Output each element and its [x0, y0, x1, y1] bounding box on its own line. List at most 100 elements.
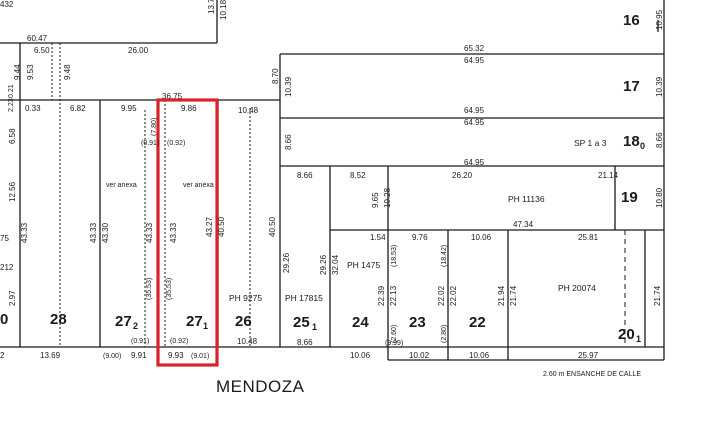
dimension-label: 2 [0, 351, 5, 360]
dimension-label: 8.66 [297, 338, 313, 347]
dimension-label: 10.06 [471, 233, 492, 242]
dimension-label: (0.92) [170, 338, 188, 345]
dimension-label: (0.91) [141, 140, 159, 147]
dimension-label: 1.54 [370, 233, 386, 242]
dimension-label: 9.93 [168, 351, 184, 360]
lot-27-2-sub: 2 [133, 321, 138, 331]
lot-28-number: 28 [50, 311, 67, 328]
dimension-label: (18.53) [391, 245, 398, 267]
dimension-label: (2.60) [391, 325, 398, 343]
dimension-label: 6.82 [70, 104, 86, 113]
ensanche-note: 2.60 m ENSANCHE DE CALLE [543, 371, 641, 378]
lot-27-1-number: 27 [186, 313, 203, 330]
dimension-label: 10.48 [238, 106, 259, 115]
lot-22-number: 22 [469, 314, 486, 331]
dimension-label: (7.80) [151, 118, 158, 136]
lot-18-number: 18 [623, 133, 640, 150]
dimension-label: 22.02 [437, 285, 446, 306]
dimension-label: 9.95 [121, 104, 137, 113]
dimension-label: 40.50 [268, 216, 277, 237]
dimension-label: 9.48 [63, 64, 72, 80]
dimension-label: 13.72 [207, 0, 216, 14]
ph-9275-label: PH 9275 [229, 293, 262, 303]
lot-20-number: 20 [618, 326, 635, 343]
dimension-label: (0.91) [131, 338, 149, 345]
dimension-label: 9.76 [412, 233, 428, 242]
dimension-label: 10.02 [409, 351, 430, 360]
dimension-label: 21.74 [509, 285, 518, 306]
lot-25-sub: 1 [312, 322, 317, 332]
dimension-label: 10.06 [469, 351, 490, 360]
lot-20-sub: 1 [636, 334, 641, 344]
ver-anexa-label-2: ver anexa [183, 182, 214, 189]
dimension-label: 2.97 [8, 290, 17, 306]
dimension-label: (0.92) [167, 140, 185, 147]
lot-17-number: 17 [623, 78, 640, 95]
dimension-label: (2.80) [441, 325, 448, 343]
dimension-label: 26.00 [128, 46, 149, 55]
dimension-label: 43.33 [169, 222, 178, 243]
lot-27-1-sub: 1 [203, 321, 208, 331]
dimension-label: 26.20 [452, 171, 473, 180]
dimension-label: 212 [0, 263, 14, 272]
dimension-label: 43.33 [145, 222, 154, 243]
ver-anexa-label-1: ver anexa [106, 182, 137, 189]
lot-25-number: 25 [293, 314, 310, 331]
dimension-label: 43.33 [20, 222, 29, 243]
dimension-label: 13.69 [40, 351, 61, 360]
dimension-label: 432 [0, 0, 14, 9]
highlighted-parcel-27-1[interactable] [156, 98, 219, 367]
dimension-label: 8.66 [297, 171, 313, 180]
dimension-label: 75 [0, 234, 9, 243]
dimension-label: 43.27 [205, 216, 214, 237]
dimension-label: 8.66 [284, 134, 293, 150]
dimension-label: (9.00) [103, 353, 121, 360]
dimension-label: (35.53) [166, 278, 173, 300]
lot-numbers: 16 17 18 0 19 20 1 22 23 24 25 1 26 27 1… [0, 12, 645, 344]
lot-19-number: 19 [621, 189, 638, 206]
dimension-label: 9.86 [181, 104, 197, 113]
street-name: MENDOZA [216, 377, 305, 396]
dimension-label: 29.26 [319, 254, 328, 275]
dimension-label: 64.95 [464, 158, 485, 167]
dimension-label: 25.81 [578, 233, 599, 242]
dimension-label: 21.94 [497, 285, 506, 306]
sp-label: SP 1 a 3 [574, 138, 607, 148]
dimension-label: 9.65 [371, 192, 380, 208]
dimension-label: 6.58 [8, 128, 17, 144]
dimension-label: 22.13 [389, 285, 398, 306]
dimension-label: 10.39 [284, 76, 293, 97]
dimension-label: 9.53 [26, 64, 35, 80]
dimension-label: 65.32 [464, 44, 485, 53]
lot-27-2-number: 27 [115, 313, 132, 330]
lot-26-number: 26 [235, 313, 252, 330]
ph-20074-label: PH 20074 [558, 283, 596, 293]
annotations: PH 9275 PH 17815 PH 1475 PH 11136 PH 200… [106, 138, 607, 303]
dimension-label: (9.99) [385, 340, 403, 347]
dimension-label: 36.75 [162, 92, 183, 101]
dimension-label: (18.42) [441, 245, 448, 267]
dimension-label: 10.39 [655, 76, 664, 97]
dimension-label: 10.80 [655, 187, 664, 208]
parcel-lines [0, 0, 665, 361]
ph-1475-label: PH 1475 [347, 260, 380, 270]
dimension-label: 10.95 [655, 9, 664, 30]
dimension-label: 9.44 [13, 64, 22, 80]
ph-17815-label: PH 17815 [285, 293, 323, 303]
dimension-label: 21.14 [598, 171, 619, 180]
dimension-label: (35.53) [146, 278, 153, 300]
dimensions-vertical: 9.44 9.53 9.48 0.21 2.23 6.58 12.56 43.3… [0, 0, 664, 343]
dimension-label: 25.97 [578, 351, 599, 360]
lot-partial-number: 0 [0, 311, 8, 328]
dimension-label: 43.30 [101, 222, 110, 243]
dimension-label: 64.95 [464, 118, 485, 127]
dimension-label: 8.70 [271, 68, 280, 84]
dimension-label: 10.18 [219, 0, 228, 20]
dimension-label: 43.33 [89, 222, 98, 243]
dimension-label: 32.04 [331, 254, 340, 275]
dimension-label: 9.91 [131, 351, 147, 360]
dimension-label: 0.33 [25, 104, 41, 113]
dimension-label: 10.28 [383, 187, 392, 208]
dimension-label: 29.26 [282, 252, 291, 273]
